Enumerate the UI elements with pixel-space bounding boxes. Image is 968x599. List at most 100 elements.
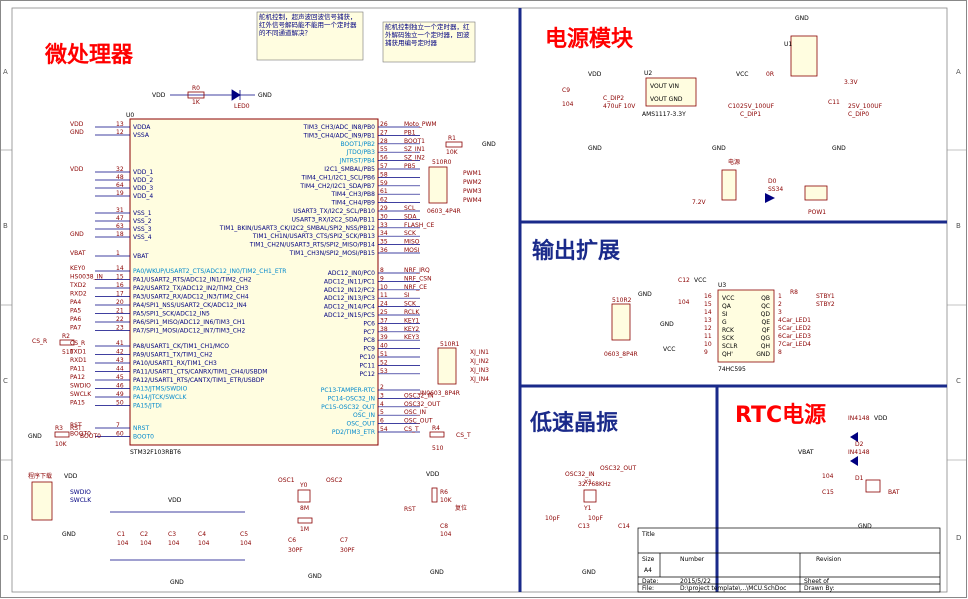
r1-ref: R1 — [448, 135, 456, 142]
reset-button-label: 复位 — [455, 504, 467, 512]
car-led2: Car_LED2 — [782, 325, 811, 332]
mcu-right-pin-net: NRF_IRQ — [404, 267, 430, 274]
r6-ref: R6 — [440, 489, 448, 496]
x1-ref: X1 — [584, 479, 592, 486]
u3-gnd: GND — [660, 321, 674, 328]
mcu-left-pin-name: PA1/USART2_RTS/ADC12_IN1/TIM2_CH2 — [133, 277, 252, 284]
mcu-left-pin-net: RXD2 — [70, 291, 87, 298]
mcu-right-pin-name: TIM3_CH4/ADC_IN9/PB1 — [302, 132, 375, 139]
mcu-right-pin-name: JNTRST/PB4 — [339, 158, 375, 165]
rp510r2-body — [611, 303, 631, 341]
c11-ref: C11 — [828, 99, 840, 106]
tb-title: Title — [641, 531, 655, 538]
r0-ref: R0 — [192, 85, 200, 92]
r-1m-value: 1M — [300, 526, 309, 533]
mcu-right-pin-net: SCK — [404, 230, 417, 237]
mcu-right-pin-num: 37 — [380, 317, 388, 324]
u1-gnd: GND — [795, 15, 809, 22]
u3-vcc: VCC — [663, 346, 675, 353]
u2-ref: U2 — [644, 70, 652, 77]
mcu-left-pin-num: 63 — [116, 223, 124, 230]
mcu-left-pin-net: PA6 — [70, 316, 81, 323]
tb-date-v: 2015/5/22 — [680, 578, 711, 585]
mcu-right-pin-net: SDA — [404, 213, 417, 220]
r6-body — [431, 487, 438, 503]
mcu-left-pin-net: GND — [70, 231, 84, 238]
mcu-left-pin-num: 13 — [116, 121, 124, 128]
u3-left-pin-num: 12 — [704, 325, 712, 332]
inner-border — [11, 7, 948, 593]
caps-vdd: VDD — [168, 497, 182, 504]
mcu-right-pin-name: TIM1_CH1N/USART3_CTS/SPI2_SCK/PB13 — [252, 233, 375, 240]
pwm3-label: PWM3 — [463, 188, 482, 195]
c15-value: 104 — [822, 473, 834, 480]
u2-part: AMS1117-3.3Y — [642, 111, 686, 118]
mcu-right-pin-name: TIM4_CH3/PB8 — [330, 191, 375, 198]
section-dividers — [518, 8, 947, 592]
mcu-left-pin-num: 45 — [116, 374, 124, 381]
pow1-ref: POW1 — [808, 209, 826, 216]
tb-a4: A4 — [644, 567, 652, 574]
u3-ref: U3 — [718, 282, 726, 289]
mcu-right-pin-net: SZ_IN1 — [404, 146, 425, 153]
u3-right-pin-num: 8 — [778, 349, 782, 356]
mcu-right-pin-net: MOSI — [404, 247, 420, 254]
c9-dip: C_DIP2 — [603, 95, 624, 102]
mcu-left-pin-name: NRST — [133, 425, 149, 432]
mcu-right-pin-name: PC10 — [360, 354, 376, 361]
section-title-power: 电源模块 — [545, 27, 634, 52]
mcu-right-pin-name: ADC12_IN15/PC5 — [324, 312, 375, 319]
mcu-left-pin-num: 31 — [116, 207, 124, 214]
mcu-right-pin-net: Moto_PWM — [404, 121, 437, 128]
mcu-left-pin-net: TXD2 — [69, 282, 86, 289]
c10-ref: C10 — [728, 103, 740, 110]
c14-ref: C14 — [618, 523, 630, 530]
mcu-left-pin-num: 43 — [116, 357, 124, 364]
u3-left-pin-num: 13 — [704, 317, 712, 324]
mcu-left-pin-name: VSS_4 — [133, 234, 152, 241]
y0-body — [297, 489, 311, 503]
mcu-right-pin-num: 8 — [380, 267, 384, 274]
c9-cap: 104 — [562, 101, 574, 108]
c2-value: 104 — [140, 540, 152, 547]
y1-ref: Y1 — [583, 505, 592, 512]
ruler-left-d: D — [3, 534, 8, 542]
mcu-left-pin-name: PA4/SPI1_NSS/USART2_CK/ADC12_IN4 — [133, 302, 247, 309]
mcu-left-pin-net: PA12 — [70, 374, 85, 381]
ruler-left-c: C — [3, 377, 8, 385]
u3-right-pin-num: 3 — [778, 309, 782, 316]
mcu-left-pin-num: 22 — [116, 316, 124, 323]
mcu-left-pin-num: 32 — [116, 166, 124, 173]
rp510r2-pkg: 0603_8P4R — [604, 351, 638, 358]
xj1-label: XJ_IN1 — [470, 349, 489, 356]
mcu-right-pin-num: 9 — [380, 275, 384, 282]
mcu-left-pin-name: VDD_2 — [133, 177, 153, 184]
note-1: 舵机控制，超声波回波信号捕获，红外信号解码能不能用一个定时器的不同通道解决？ — [256, 11, 364, 61]
mcu-right-pin-name: PC7 — [363, 329, 375, 336]
mcu-left-pin-num: 64 — [116, 182, 124, 189]
osc2-label: OSC2 — [326, 477, 343, 484]
r0r-label: 0R — [766, 71, 774, 78]
mcu-left-pin-net: PA5 — [70, 308, 81, 315]
u1-body — [790, 35, 818, 77]
u3-right-pin-name: GND — [756, 351, 770, 358]
u3-right-pin-num: 1 — [778, 293, 782, 300]
mcu-right-pin-num: 57 — [380, 163, 388, 170]
u3-right-pin-num: 6 — [778, 333, 782, 340]
mcu-left-pin-net: PA11 — [70, 366, 85, 373]
mcu-left-pin-net: TXD1 — [69, 349, 86, 356]
cs-t-label: CS_T — [456, 432, 471, 439]
mcu-left-pin-name: PA9/USART1_TX/TIM1_CH2 — [133, 352, 213, 359]
mcu-left-pin-name: PA10/USART1_RX/TIM1_CH3 — [133, 360, 217, 367]
u2-body — [645, 77, 697, 107]
rst-net: RST — [70, 425, 82, 432]
mcu-right-pin-name: USART3_RX/I2C2_SDA/PB11 — [292, 216, 376, 223]
mcu-left-pin-name: PA2/USART2_TX/ADC12_IN2/TIM2_CH3 — [133, 285, 248, 292]
r4-body — [429, 431, 445, 438]
mcu-left-pin-num: 48 — [116, 174, 124, 181]
c13-value: 10pF — [545, 515, 560, 522]
mcu-left-pin-num: 21 — [116, 308, 124, 315]
mcu-right-pin-net: SCK — [404, 301, 417, 308]
mcu-left-pin-num: 16 — [116, 282, 124, 289]
mcu-right-pin-name: PC6 — [363, 320, 375, 327]
